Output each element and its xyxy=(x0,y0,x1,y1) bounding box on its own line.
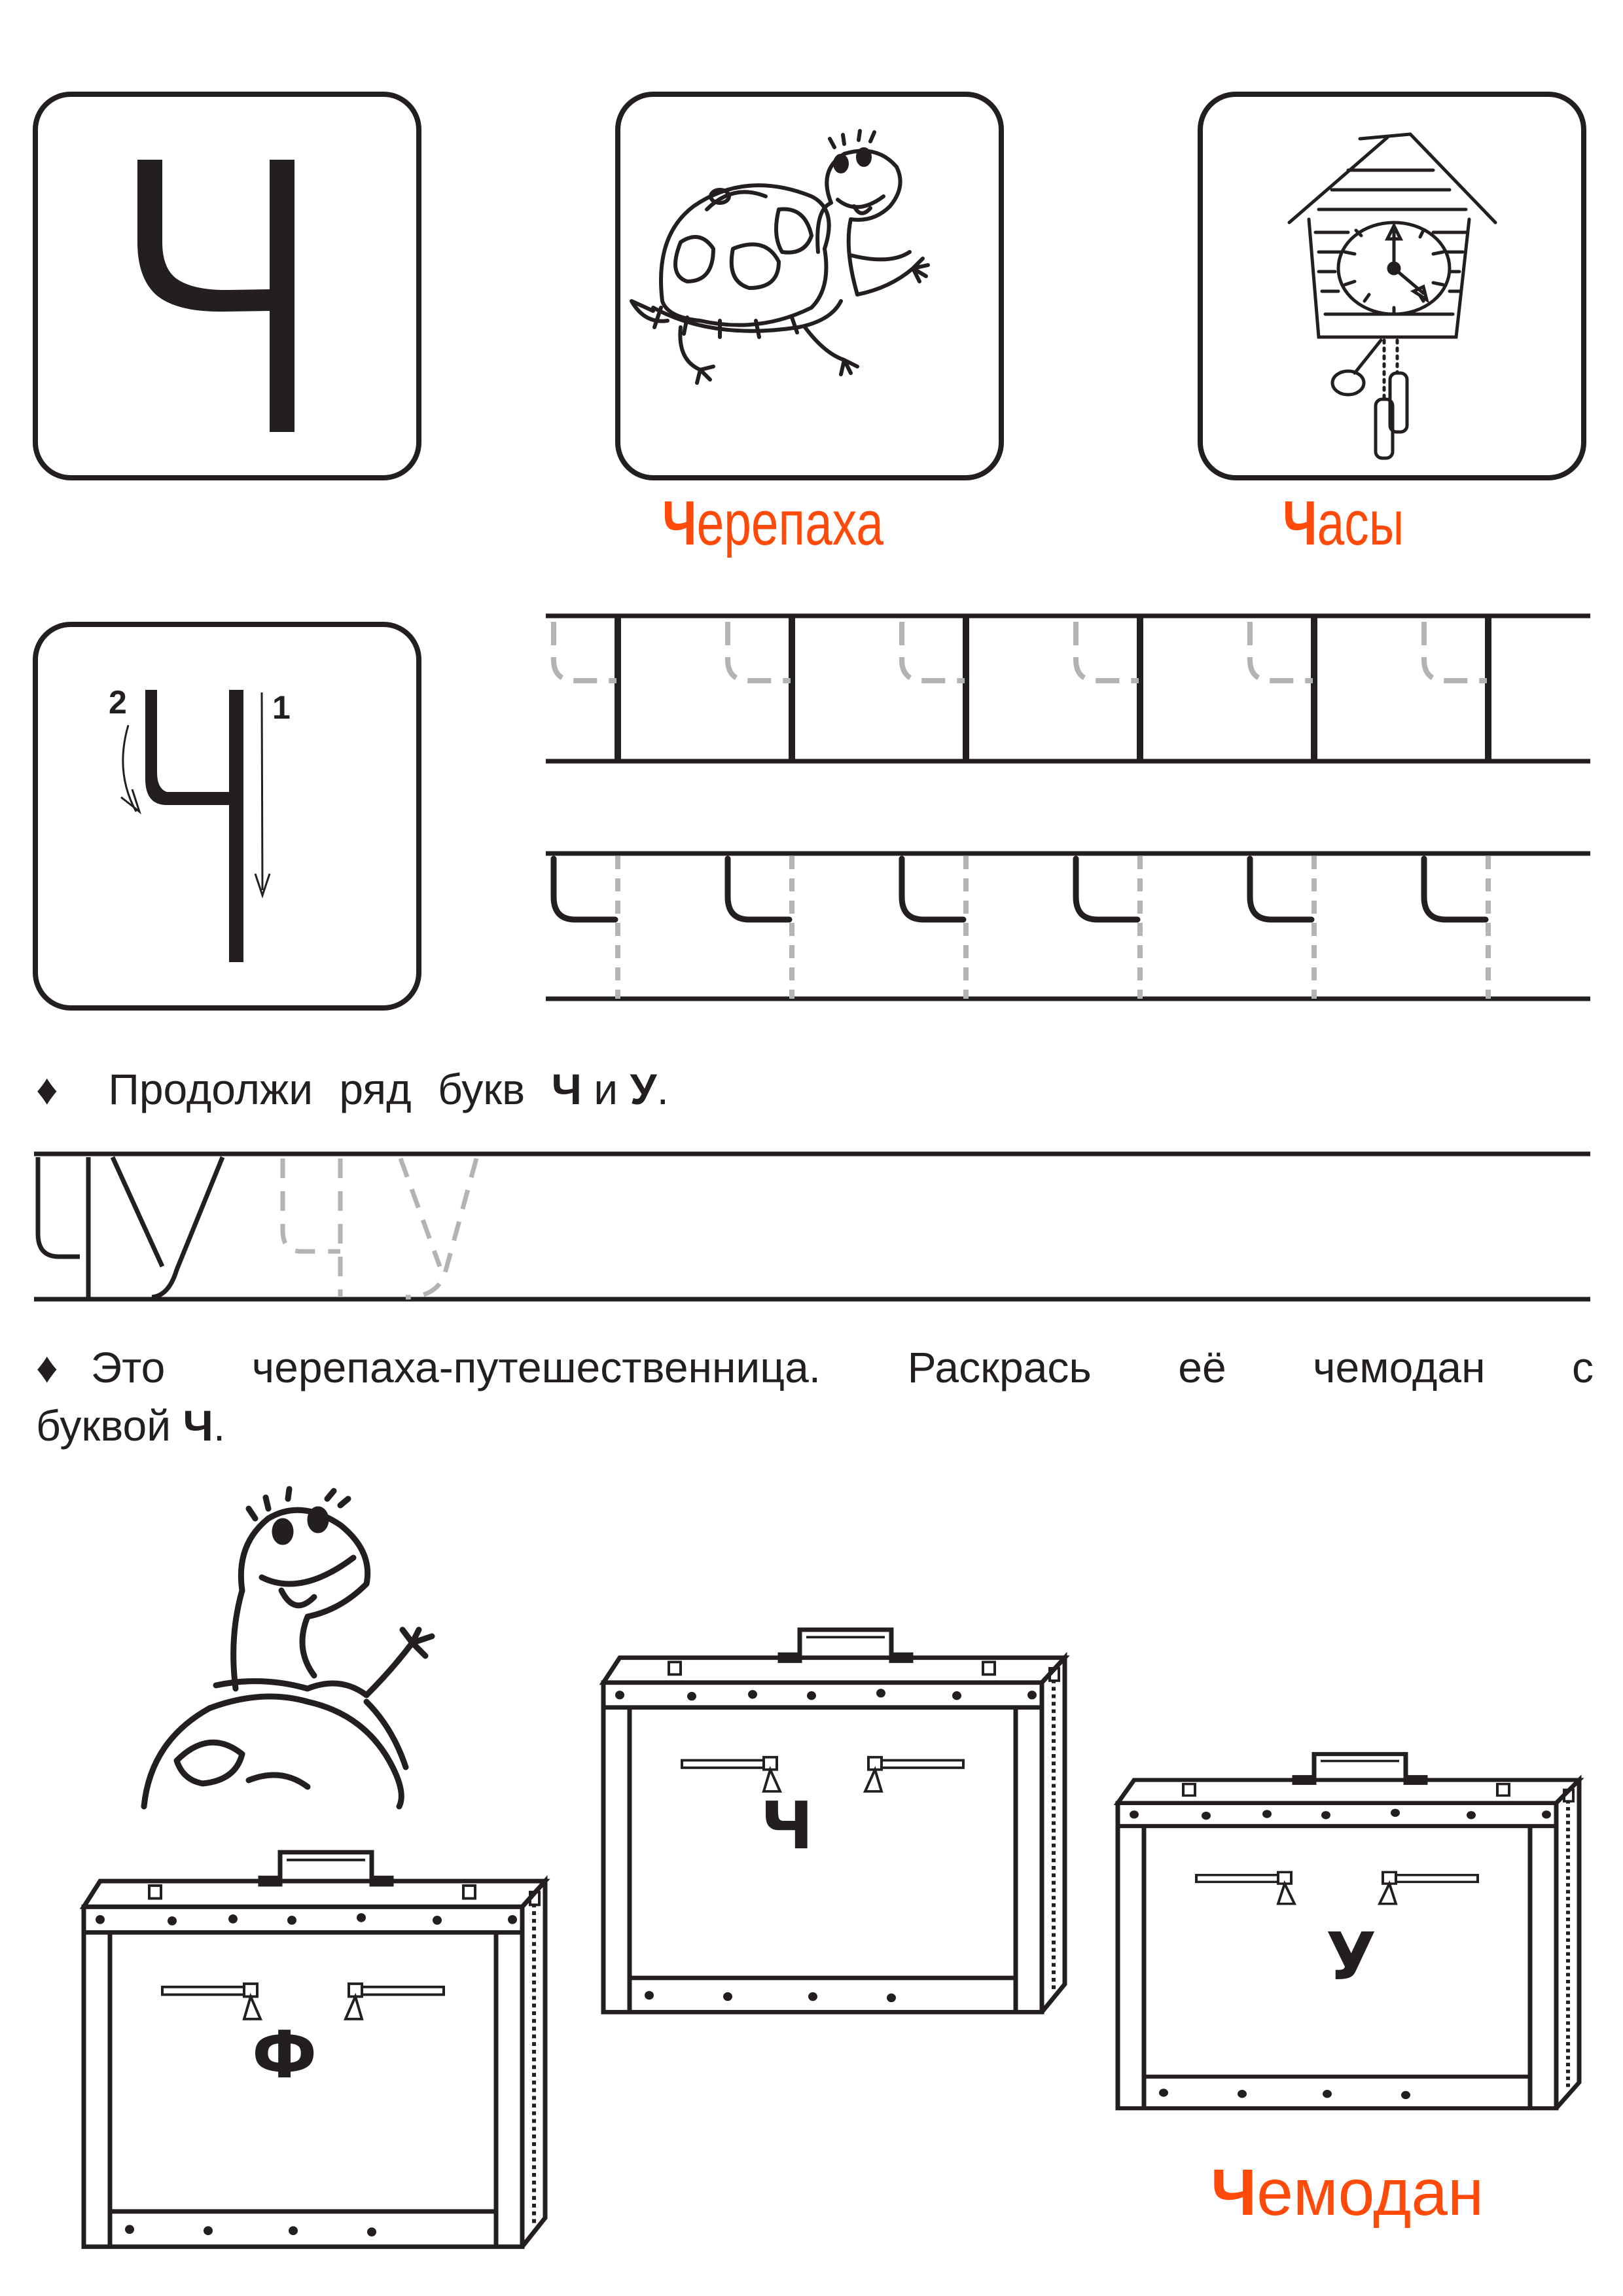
tracing-cell-guide xyxy=(551,622,616,683)
tracing-cell-hook xyxy=(550,855,618,923)
sample-letter-che xyxy=(35,1157,91,1297)
caption-clock: Часы xyxy=(1283,492,1404,555)
caption-clock-first-letter: Ч xyxy=(1283,488,1317,558)
task2-letter: Ч xyxy=(183,1401,213,1450)
caption-suitcase-rest: емодан xyxy=(1257,2156,1484,2229)
task2-instruction: ♦ Это черепаха-путешественница. Раскрась… xyxy=(36,1338,1594,1455)
caption-turtle-first-letter: Ч xyxy=(662,488,697,558)
suitcase-right-letter: У xyxy=(1326,1918,1377,1995)
caption-clock-rest: асы xyxy=(1317,488,1404,558)
task1-text-end: . xyxy=(656,1065,669,1113)
stroke-order-card: 2 1 xyxy=(33,622,421,1011)
suitcase-middle[interactable] xyxy=(603,1630,1065,2012)
tracing-cell-hook xyxy=(1421,855,1489,923)
suitcase-middle-letter: Ч xyxy=(760,1787,813,1864)
task2-line2-end: . xyxy=(213,1401,226,1450)
picture-card-clock xyxy=(1198,92,1586,480)
caption-turtle-rest: ерепаха xyxy=(696,488,883,558)
tracing-cell-hook xyxy=(724,855,793,923)
letter-che-glyph xyxy=(137,160,294,432)
tracing-row-2 xyxy=(546,851,1590,1001)
suitcase-left-letter: Ф xyxy=(252,2017,317,2093)
turtle-icon xyxy=(630,129,930,385)
stroke-order-diagram xyxy=(120,690,271,962)
tracing-cell-hook xyxy=(899,855,967,923)
tracing-cell-guide xyxy=(1247,622,1313,683)
tracing-cell-guide xyxy=(899,622,965,683)
sample-letter-u xyxy=(110,1156,225,1300)
tracing-cell-guide xyxy=(1421,622,1487,683)
caption-turtle: Черепаха xyxy=(662,492,883,555)
caption-suitcase: Чемодан xyxy=(1211,2160,1484,2225)
tracing-cell-hook xyxy=(1073,855,1141,923)
task1-letter-a: Ч xyxy=(551,1065,582,1113)
traced-letter-che xyxy=(280,1158,343,1297)
picture-card-turtle xyxy=(615,92,1004,480)
task1-text-mid: и xyxy=(581,1065,630,1113)
tracing-cell-hook xyxy=(1247,855,1315,923)
task1-letter-b: У xyxy=(630,1065,657,1113)
bullet-diamond-icon: ♦ xyxy=(36,1065,58,1113)
task2-line1: Это черепаха-путешественница. Раскрась е… xyxy=(90,1343,1594,1391)
task2-line2: буквой xyxy=(36,1401,183,1450)
caption-suitcase-first-letter: Ч xyxy=(1211,2156,1257,2229)
tracing-cell-guide xyxy=(725,622,791,683)
tracing-cell-guide xyxy=(1073,622,1139,683)
stroke-number-2: 2 xyxy=(109,684,127,721)
task1-text: Продолжи ряд букв xyxy=(108,1065,552,1113)
letter-card: Ч xyxy=(33,92,421,480)
traced-letter-u xyxy=(398,1157,479,1300)
bullet-diamond-icon: ♦ xyxy=(36,1343,58,1391)
tracing-row-1 xyxy=(546,613,1590,764)
stroke-number-1: 1 xyxy=(272,689,291,726)
task1-instruction: ♦ Продолжи ряд букв Ч и У. xyxy=(36,1060,669,1119)
cuckoo-clock-icon xyxy=(1287,132,1497,460)
continue-row-lines xyxy=(34,1151,1590,1302)
